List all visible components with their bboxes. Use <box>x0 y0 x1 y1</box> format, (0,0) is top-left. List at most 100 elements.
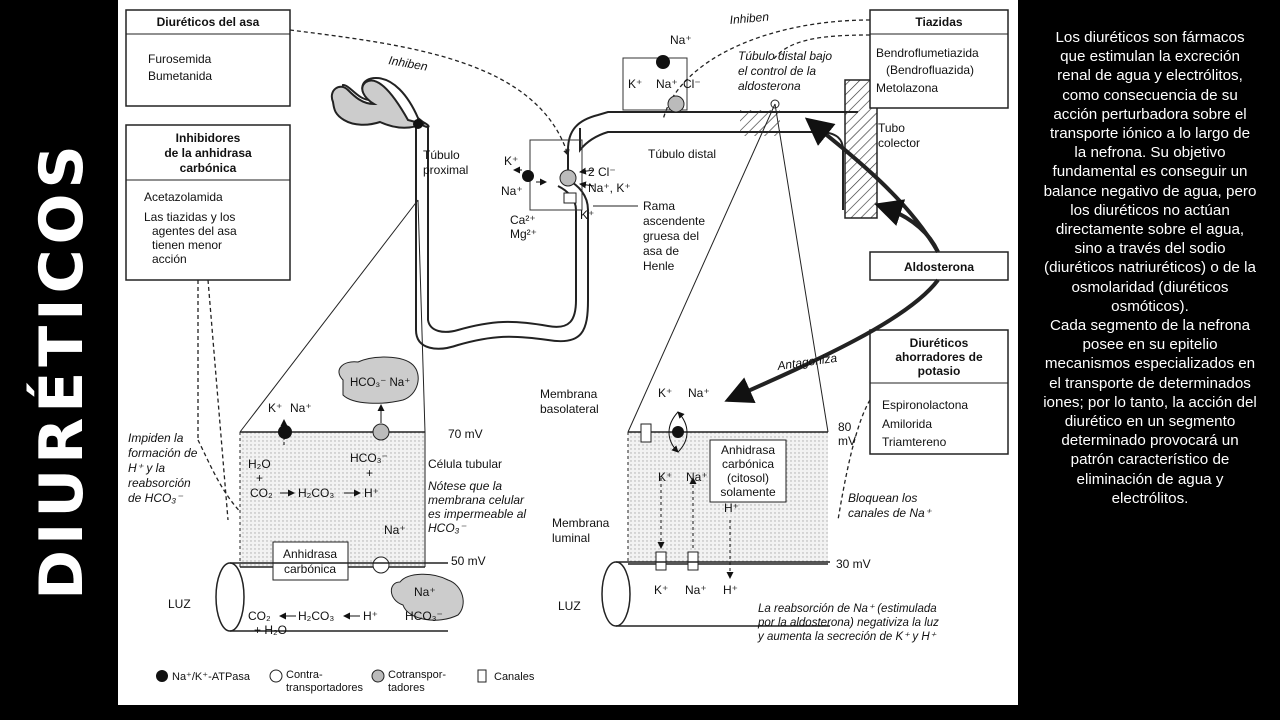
box-thiazides-item-0: Bendroflumetiazida <box>876 46 979 60</box>
slide-title-bar: DIURÉTICOS <box>0 0 118 720</box>
side-paragraph-2: Cada segmento de la nefrona posee en su … <box>1043 317 1257 507</box>
left-impiden-2: H⁺ y la <box>128 461 165 475</box>
box-ksparing-title-1: ahorradores de <box>895 350 983 364</box>
left-lumen: LUZ CO₂ + H₂O H₂CO₃ H⁺ Na⁺ HCO₃⁻ <box>168 562 448 637</box>
left-lumen-h: H⁺ <box>363 609 378 623</box>
label-rama-0: Rama <box>643 199 675 213</box>
box-potassium-sparing: Diuréticos ahorradores de potasio Espiro… <box>869 329 1009 455</box>
left-plus2: + <box>366 466 373 480</box>
label-distal-k: K⁺ <box>628 77 642 91</box>
label-distal-aldo-1: el control de la <box>738 64 816 78</box>
left-h2co3: H₂CO₃ <box>298 486 334 500</box>
box-loop-title: Diuréticos del asa <box>157 15 260 29</box>
nephron-diagram: Diuréticos del asa Furosemida Bumetanida… <box>118 0 1018 705</box>
box-ksparing-item-2: Triamtereno <box>882 435 947 449</box>
left-anhidrasa-0: Anhidrasa <box>283 547 337 561</box>
left-hco3: HCO₃⁻ <box>350 451 388 465</box>
left-notese-2: es impermeable al <box>428 507 526 521</box>
box-thiazides-item-2: Metolazona <box>876 81 938 95</box>
label-loop-2cl: 2 Cl⁻ <box>588 165 616 179</box>
label-tubulo-0: Túbulo <box>423 148 460 162</box>
box-thiazides-item-1: (Bendrofluazida) <box>886 63 974 77</box>
label-distal-cl: Cl⁻ <box>683 77 701 91</box>
left-k: K⁺ <box>268 401 282 415</box>
left-co2: CO₂ <box>250 486 273 500</box>
box-carbonic-title-0: Inhibidores <box>176 131 241 145</box>
left-h: H⁺ <box>364 486 379 500</box>
left-lumen-na: Na⁺ <box>414 585 436 599</box>
box-carbonic-item-1: Las tiazidas y los <box>144 210 235 224</box>
box-loop-item-0: Furosemida <box>148 52 212 66</box>
glomerulus <box>330 79 427 129</box>
legend-canales: Canales <box>494 671 535 683</box>
right-luz: LUZ <box>558 599 581 613</box>
box-thiazides-title: Tiazidas <box>915 15 962 29</box>
legend-atpase: Na⁺/K⁺-ATPasa <box>172 671 251 683</box>
box-aldosterone: Aldosterona <box>869 251 1009 281</box>
side-paragraph-1: Los diuréticos son fármacos que estimula… <box>1043 29 1257 315</box>
box-loop-item-1: Bumetanida <box>148 69 212 83</box>
label-loop-k: K⁺ <box>504 154 518 168</box>
right-na: Na⁺ <box>688 386 710 400</box>
left-na-small: Na⁺ <box>384 523 406 537</box>
right-reabsorcion-1: por la aldosterona) negativiza la luz <box>757 617 939 629</box>
right-membrana-lum-1: luminal <box>552 531 590 545</box>
left-notese-3: HCO₃⁻ <box>428 521 467 535</box>
collecting-duct-top <box>740 110 780 136</box>
legend-cotrans-0: Cotranspor- <box>388 669 446 681</box>
box-ksparing-title-0: Diuréticos <box>910 336 969 350</box>
right-na2: Na⁺ <box>686 470 708 484</box>
right-bloquean-0: Bloquean los <box>848 491 917 505</box>
right-connectors <box>627 103 829 433</box>
nephron-tube <box>341 76 858 350</box>
right-membrana-lum-0: Membrana <box>552 516 610 530</box>
aldosterone-arrows <box>724 117 940 404</box>
right-k2: K⁺ <box>658 470 672 484</box>
left-impiden-0: Impiden la <box>128 431 184 445</box>
label-ca: Ca²⁺ <box>510 213 536 227</box>
left-lumen-hco3: HCO₃⁻ <box>405 609 443 623</box>
label-loop-nak: Na⁺, K⁺ <box>588 181 631 195</box>
left-70mv: 70 mV <box>448 427 483 441</box>
right-lumen-na: Na⁺ <box>685 583 707 597</box>
right-h: H⁺ <box>724 501 739 515</box>
label-tubulo-1: proximal <box>423 163 468 177</box>
right-lumen-h: H⁺ <box>723 583 738 597</box>
right-lumen-k: K⁺ <box>654 583 668 597</box>
left-impiden-4: de HCO₃⁻ <box>128 491 184 505</box>
right-k: K⁺ <box>658 386 672 400</box>
right-membrana-baso-0: Membrana <box>540 387 598 401</box>
right-anhidrasa-2: (citosol) <box>727 471 769 485</box>
label-colector: colector <box>878 136 920 150</box>
box-thiazides: Tiazidas Bendroflumetiazida (Bendrofluaz… <box>869 9 1009 109</box>
right-cell: Membrana basolateral Membrana luminal K⁺… <box>540 386 933 579</box>
box-carbonic-item-2: agentes del asa <box>152 224 237 238</box>
right-mv: mV <box>838 434 856 448</box>
left-hco3-na: HCO₃⁻ Na⁺ <box>350 377 410 389</box>
label-mg: Mg²⁺ <box>510 227 537 241</box>
henle-transport: K⁺ Na⁺ 2 Cl⁻ Na⁺, K⁺ K⁺ Ca²⁺ Mg²⁺ Rama a… <box>501 139 705 273</box>
box-carbonic-title-1: de la anhidrasa <box>164 146 252 160</box>
right-anhidrasa-1: carbónica <box>722 457 774 471</box>
legend-cotrans-1: tadores <box>388 682 425 694</box>
box-ksparing-title-2: potasio <box>918 364 961 378</box>
label-distal-aldo-0: Túbulo distal bajo <box>738 49 832 63</box>
box-aldosterone-title: Aldosterona <box>904 260 974 274</box>
right-80: 80 <box>838 420 852 434</box>
box-carbonic-item-3: tienen menor <box>152 238 222 252</box>
legend: Na⁺/K⁺-ATPasa Contra- transportadores Co… <box>156 669 535 694</box>
left-plus1: + <box>256 471 263 485</box>
left-impiden-3: reabsorción <box>128 476 191 490</box>
left-lumen-co2: CO₂ <box>248 609 271 623</box>
box-carbonic-title-2: carbónica <box>180 161 237 175</box>
left-cell: K⁺ Na⁺ HCO₃⁻ Na⁺ 70 mV 50 mV H₂O + CO₂ H… <box>128 356 526 621</box>
box-loop-diuretics: Diuréticos del asa Furosemida Bumetanida <box>125 9 291 107</box>
right-lumen: LUZ K⁺ Na⁺ H⁺ La reabsorción de Na⁺ (est… <box>558 561 939 643</box>
left-anhidrasa-1: carbónica <box>284 562 336 576</box>
left-celula: Célula tubular <box>428 457 502 471</box>
legend-contra-1: transportadores <box>286 682 364 694</box>
left-lumen-h2co3: H₂CO₃ <box>298 609 334 623</box>
side-description: Los diuréticos son fármacos que estimula… <box>1042 28 1258 508</box>
label-distal-na-top: Na⁺ <box>670 33 692 47</box>
box-ksparing-item-1: Amilorida <box>882 417 932 431</box>
